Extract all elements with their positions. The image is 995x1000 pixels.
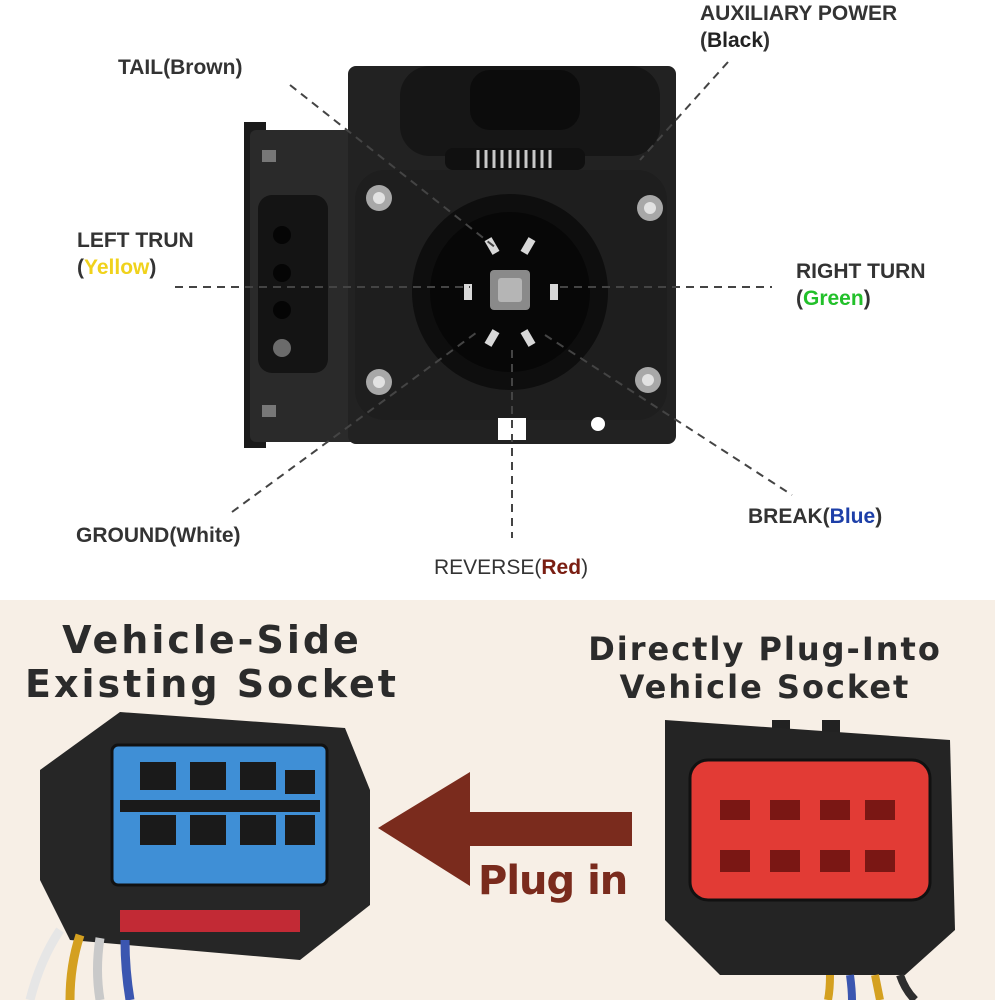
plug-into-heading: Directly Plug-Into Vehicle Socket [565, 630, 965, 706]
paren-close: ) [875, 505, 883, 528]
label-reverse-name: REVERSE [434, 556, 535, 579]
label-right-turn-color-line: (Green) [796, 285, 926, 312]
label-brake-name: BREAK [748, 505, 823, 528]
paren-open: ( [822, 505, 830, 528]
label-auxiliary-power-color-line: (Black) [700, 27, 897, 54]
paren-open: ( [77, 256, 84, 279]
label-auxiliary-power-name: AUXILIARY POWER [700, 2, 898, 25]
paren-open: ( [163, 56, 171, 79]
label-left-turn-name: LEFT TRUN [77, 229, 194, 252]
label-tail-color: Brown [170, 56, 236, 79]
label-right-turn-color: Green [803, 287, 864, 310]
plug-into-heading-line1: Directly Plug-Into [588, 630, 942, 668]
leader-lines [175, 61, 793, 538]
paren-open: ( [534, 556, 542, 579]
label-left-turn: LEFT TRUN (Yellow) [77, 227, 194, 281]
socket-housing [348, 66, 676, 444]
label-brake: BREAK(Blue) [748, 503, 882, 530]
label-tail: TAIL(Brown) [118, 54, 242, 81]
label-reverse-color: Red [541, 556, 582, 579]
label-right-turn-name: RIGHT TURN [796, 260, 926, 283]
paren-close: ) [581, 556, 589, 579]
label-ground-color: White [176, 524, 234, 547]
paren-close: ) [863, 287, 871, 310]
vehicle-side-heading: Vehicle-Side Existing Socket [12, 618, 412, 706]
paren-open: ( [169, 524, 177, 547]
label-left-turn-color: Yellow [84, 256, 150, 279]
label-tail-name: TAIL [118, 56, 164, 79]
label-ground: GROUND(White) [76, 522, 241, 549]
vehicle-socket-connector [665, 720, 955, 1000]
plug-into-heading-line2: Vehicle Socket [619, 668, 911, 706]
paren-close: ) [763, 29, 771, 52]
vehicle-side-heading-line2: Existing Socket [25, 662, 399, 706]
mounting-bracket [244, 122, 360, 448]
label-ground-name: GROUND [76, 524, 170, 547]
paren-open: ( [796, 287, 803, 310]
plug-in-label: Plug in [478, 858, 628, 904]
vehicle-side-connector [25, 712, 370, 1000]
label-reverse: REVERSE(Red) [434, 554, 588, 581]
label-auxiliary-power: AUXILIARY POWER (Black) [700, 0, 897, 54]
label-right-turn: RIGHT TURN (Green) [796, 258, 926, 312]
paren-close: ) [149, 256, 157, 279]
plug-in-arrow [378, 772, 632, 886]
label-left-turn-color-line: (Yellow) [77, 254, 194, 281]
label-brake-color: Blue [829, 505, 876, 528]
paren-open: ( [700, 29, 707, 52]
paren-close: ) [235, 56, 243, 79]
paren-close: ) [233, 524, 241, 547]
label-auxiliary-power-color: Black [707, 29, 764, 52]
vehicle-side-heading-line1: Vehicle-Side [62, 618, 362, 662]
